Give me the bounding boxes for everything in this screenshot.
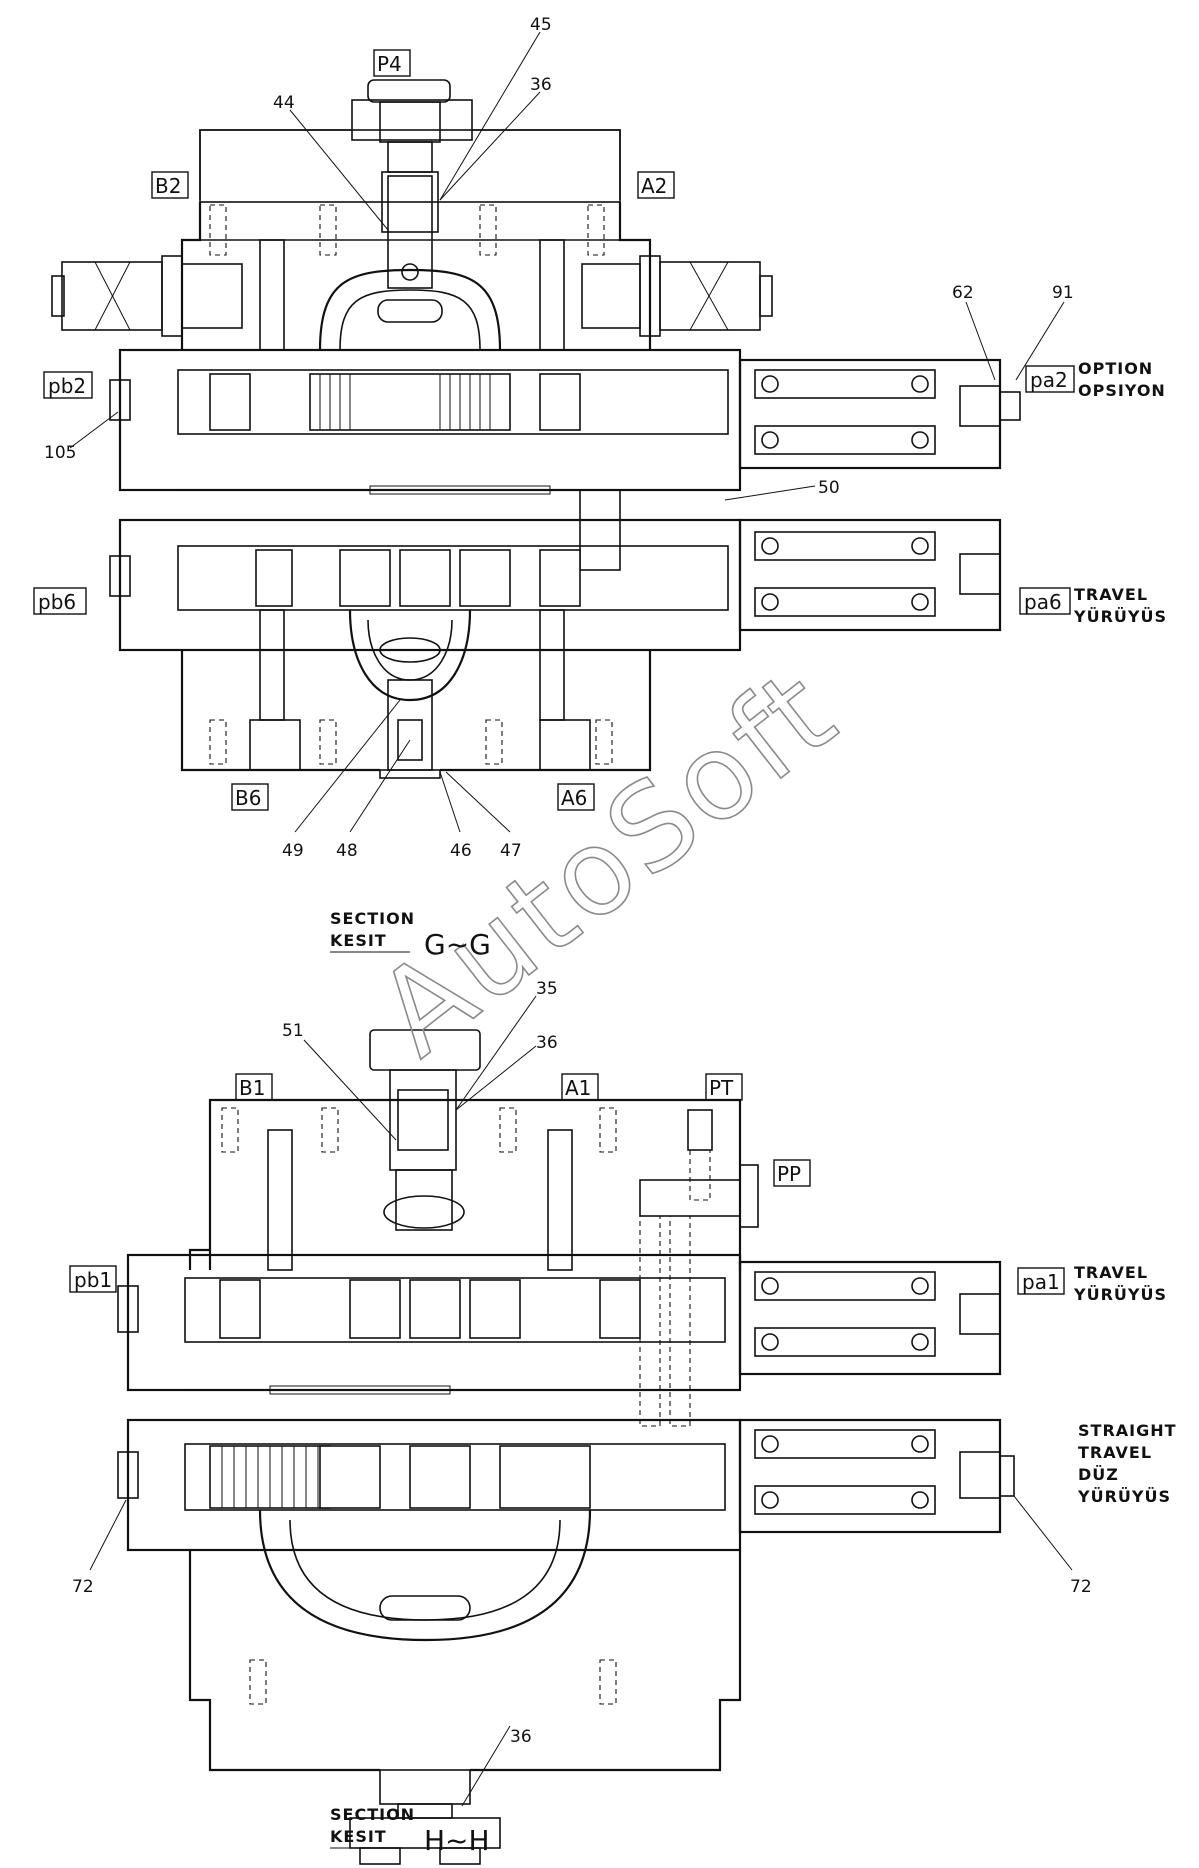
callout-72-left: 72	[72, 1577, 94, 1597]
port-b6-label: B6	[235, 786, 261, 810]
port-pb1-label: pb1	[74, 1268, 112, 1292]
section-h-heading: SECTION	[330, 1805, 415, 1824]
port-p4-label: P4	[377, 52, 402, 76]
travel-label-g: TRAVEL	[1074, 585, 1148, 604]
straight-label-4: YÜRÜYÜS	[1077, 1487, 1171, 1506]
section-h-callouts: 35 51 36 72 72 36	[72, 979, 1092, 1807]
section-g-letter: G~G	[424, 928, 491, 961]
section-h-function-labels: TRAVEL YÜRÜYÜS STRAIGHT TRAVEL DÜZ YÜRÜY…	[1073, 1263, 1177, 1506]
port-pa1-label: pa1	[1022, 1270, 1060, 1294]
section-g-ports: P4 B2 A2 pb2 pa2 pb6 pa6 B6 A6	[33, 49, 1075, 811]
port-pt-label: PT	[709, 1076, 734, 1100]
section-g-drawing	[51, 79, 1021, 779]
port-pp-label: PP	[777, 1162, 801, 1186]
port-a2-label: A2	[641, 174, 667, 198]
callout-36-g: 36	[530, 75, 552, 95]
section-h-heading-tr: KESIT	[330, 1827, 387, 1846]
section-g-caption: SECTION KESIT G~G	[330, 909, 491, 961]
yuruyus-label-h: YÜRÜYÜS	[1073, 1285, 1167, 1304]
section-g-function-labels: OPTION OPSIYON TRAVEL YÜRÜYÜS	[1073, 359, 1167, 626]
port-b2-label: B2	[155, 174, 181, 198]
callout-49: 49	[282, 841, 304, 861]
callout-36-h-bottom: 36	[510, 1727, 532, 1747]
port-a1-label: A1	[565, 1076, 591, 1100]
callout-50: 50	[818, 478, 840, 498]
section-g-heading-tr: KESIT	[330, 931, 387, 950]
watermark-text: AutoSoft	[352, 642, 862, 1082]
port-pa2-label: pa2	[1030, 368, 1068, 392]
callout-45: 45	[530, 15, 552, 35]
travel-label-h: TRAVEL	[1074, 1263, 1148, 1282]
section-h-caption: SECTION KESIT H~H	[330, 1805, 490, 1857]
opsiyon-label: OPSIYON	[1078, 381, 1166, 400]
section-h-drawing	[117, 1029, 1015, 1865]
callout-51: 51	[282, 1021, 304, 1041]
port-a6-label: A6	[561, 786, 587, 810]
callout-44: 44	[273, 93, 295, 113]
straight-label-1: STRAIGHT	[1078, 1421, 1177, 1440]
callout-47: 47	[500, 841, 522, 861]
callout-105: 105	[44, 443, 76, 463]
port-pb6-label: pb6	[38, 590, 76, 614]
callout-48: 48	[336, 841, 358, 861]
section-h-letter: H~H	[424, 1824, 490, 1857]
callout-72-right: 72	[1070, 1577, 1092, 1597]
port-b1-label: B1	[239, 1076, 265, 1100]
section-g-callouts: 45 44 36 62 91 105 50 49 48 46 47	[44, 15, 1074, 861]
callout-91: 91	[1052, 283, 1074, 303]
straight-label-3: DÜZ	[1078, 1465, 1119, 1484]
section-h-ports: B1 A1 PT PP pb1 pa1	[69, 1073, 1065, 1295]
option-label: OPTION	[1078, 359, 1153, 378]
yuruyus-label-g: YÜRÜYÜS	[1073, 607, 1167, 626]
callout-46: 46	[450, 841, 472, 861]
section-g-heading: SECTION	[330, 909, 415, 928]
callout-36-h-top: 36	[536, 1033, 558, 1053]
callout-62: 62	[952, 283, 974, 303]
port-pa6-label: pa6	[1024, 590, 1062, 614]
straight-label-2: TRAVEL	[1078, 1443, 1152, 1462]
port-pb2-label: pb2	[48, 374, 86, 398]
callout-35: 35	[536, 979, 558, 999]
